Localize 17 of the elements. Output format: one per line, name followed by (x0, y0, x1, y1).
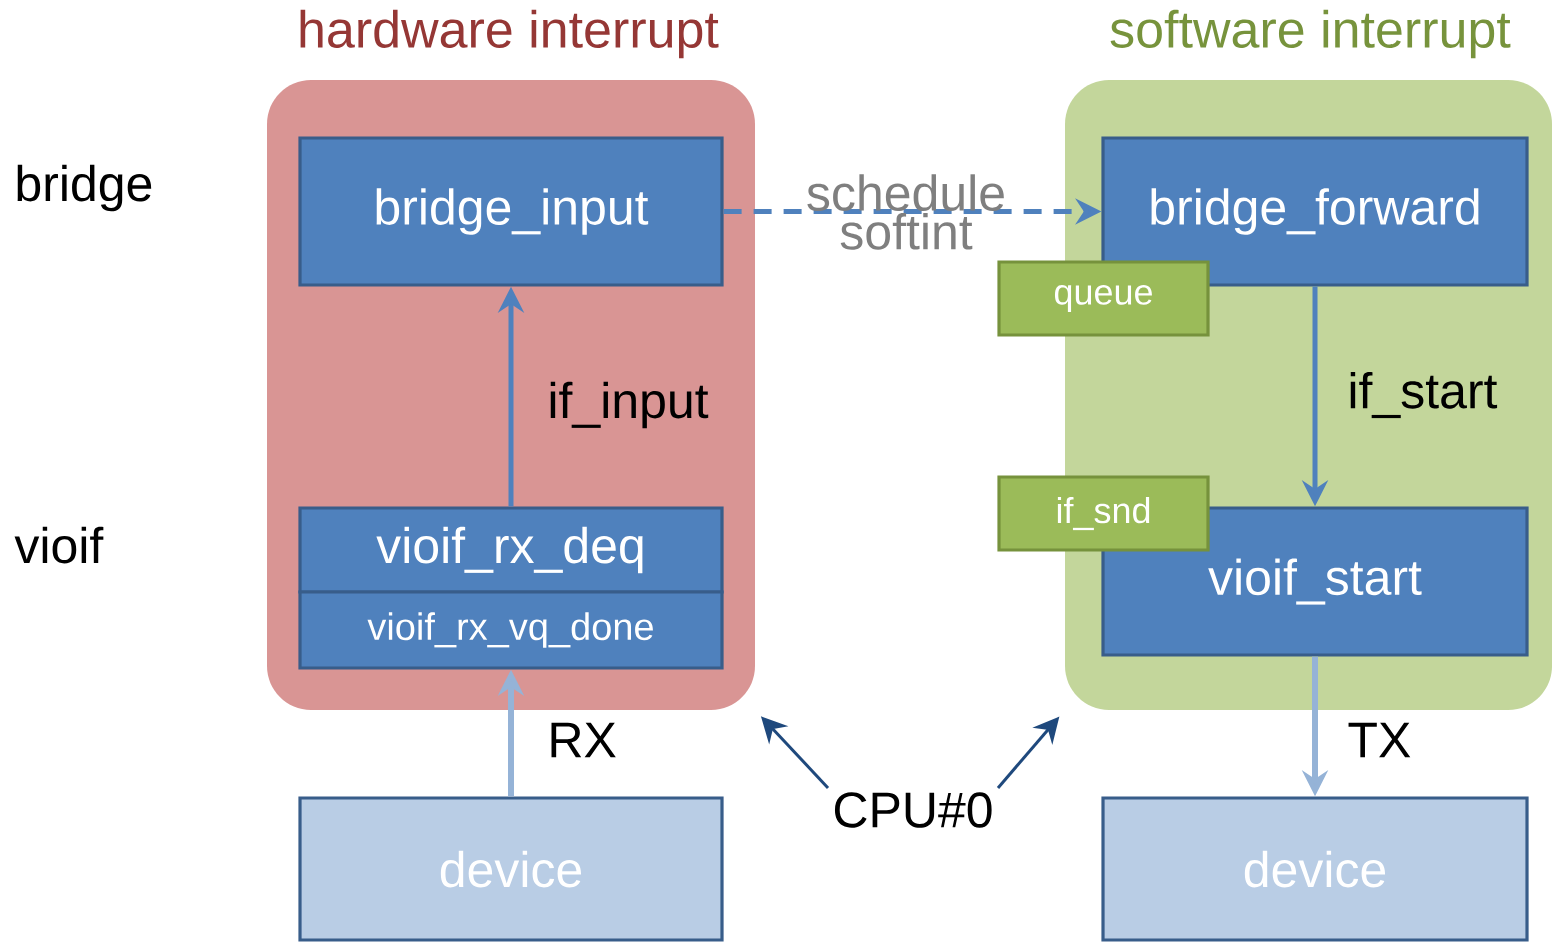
function-box: bridge_input (298, 136, 724, 287)
queue-tag: if_snd (997, 475, 1210, 552)
function-box: vioif_rx_deq (298, 506, 724, 594)
layer-label: bridge (17, 164, 152, 212)
queue-tag: queue (997, 260, 1210, 337)
device-box: device (298, 796, 724, 942)
edge-label: if_start (1350, 371, 1498, 419)
device-box: device (1101, 796, 1529, 942)
cpu-label: CPU#0 (834, 792, 992, 828)
region-title: software interrupt (1110, 9, 1511, 59)
layer-label: vioif (14, 526, 104, 564)
region-title: hardware interrupt (300, 9, 719, 59)
function-box: vioif_rx_vq_done (298, 590, 724, 670)
edge-label: RX (551, 722, 616, 758)
edge-label: if_input (550, 381, 709, 429)
edge-label: schedule softint (807, 174, 1004, 250)
edge-label: TX (1348, 722, 1411, 758)
